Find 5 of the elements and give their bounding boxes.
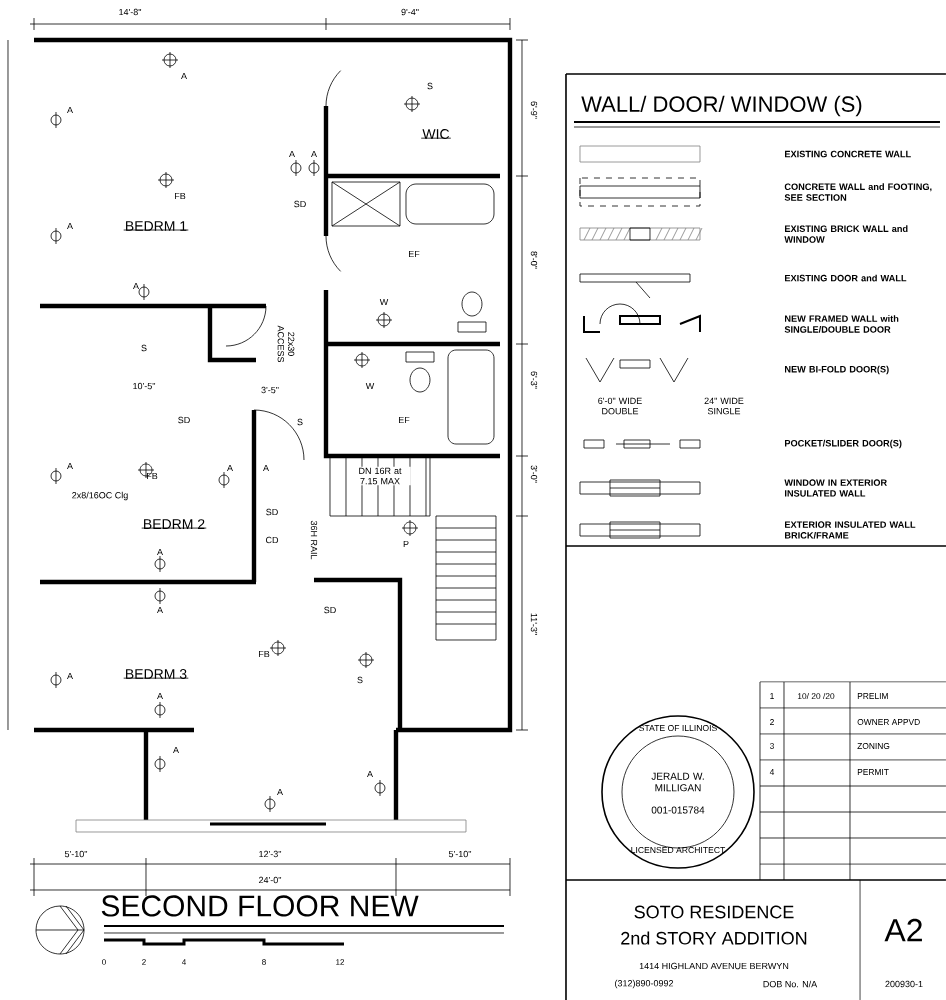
project-title: SOTO RESIDENCE (634, 905, 794, 919)
legend-heading: WALL/ DOOR/ WINDOW (S) (581, 95, 862, 117)
diagram-title: SECOND FLOOR NEW (101, 895, 419, 917)
project-title: 2nd STORY ADDITION (621, 931, 807, 945)
sheet-number: A2 (884, 918, 922, 942)
